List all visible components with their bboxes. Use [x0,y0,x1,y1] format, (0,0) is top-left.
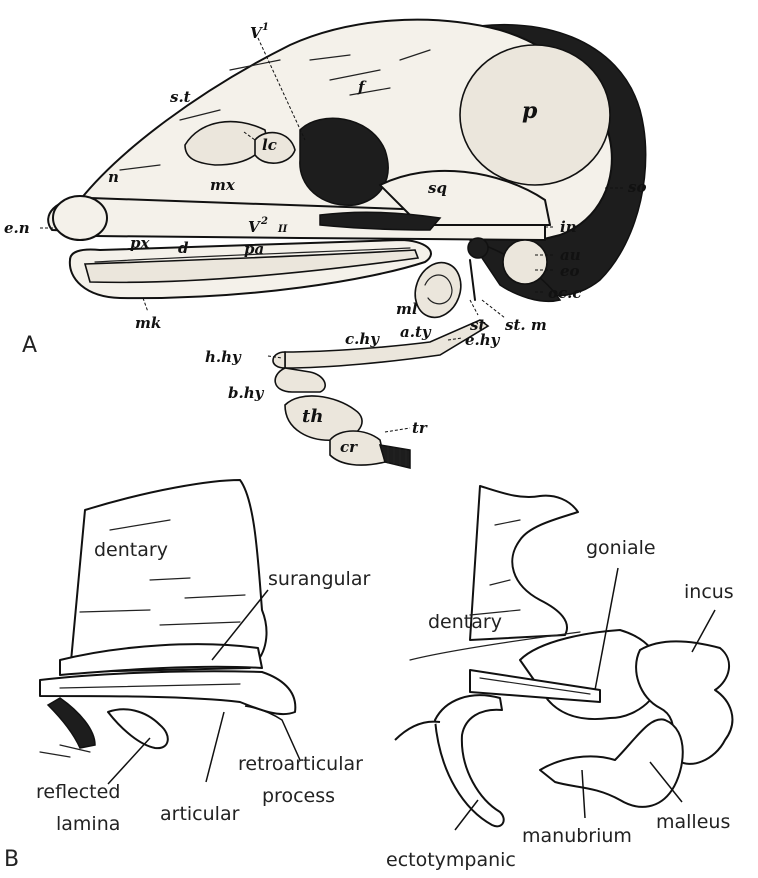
label-process: process [262,785,335,807]
label-bhy: b.hy [228,384,265,402]
label-d: d [178,239,189,257]
label-manubrium: manubrium [522,825,632,847]
panel-b-label: B [4,847,19,872]
label-goniale: goniale [586,537,656,559]
label-p: p [522,98,538,124]
label-ectotympanic: ectotympanic [386,849,516,871]
mammal-ear-drawing [395,486,732,826]
label-cr: cr [340,438,358,456]
label-surangular: surangular [268,568,370,590]
label-so: so [628,178,646,196]
label-en: e.n [4,219,30,237]
label-px: px [130,234,150,252]
label-lamina: lamina [56,813,120,835]
label-mx: mx [210,176,236,194]
panel-a-label: A [22,333,37,358]
label-chy: c.hy [345,330,380,348]
label-st: s.t [170,88,191,106]
label-articular: articular [160,803,240,825]
label-eo: eo [560,262,580,280]
label-hhy: h.hy [205,348,242,366]
label-dentary-right: dentary [428,611,502,633]
label-ehy: e.hy [465,331,501,349]
label-in: in [560,218,577,236]
label-ml: ml [396,300,418,318]
label-v2-sup: 2 [260,216,268,227]
label-retroarticular: retroarticular [238,753,363,775]
label-dentary-left: dentary [94,539,168,561]
label-lc: lc [262,136,277,154]
label-incus: incus [684,581,734,603]
label-mk: mk [135,314,161,332]
label-v2: V [248,218,261,236]
label-th: th [302,406,323,427]
label-reflected: reflected [36,781,120,803]
label-pa: pa [244,240,264,258]
label-stm: st. m [505,316,547,334]
reptile-jaw-drawing [40,480,295,757]
label-tr: tr [412,419,428,437]
label-aty: a.ty [400,323,432,341]
label-sq: sq [428,179,447,197]
label-n: n [108,168,119,186]
label-malleus: malleus [656,811,730,833]
label-v1-sup: 1 [262,22,269,33]
label-v2-roman: II [277,224,288,235]
label-occ: oc.c [548,284,582,302]
